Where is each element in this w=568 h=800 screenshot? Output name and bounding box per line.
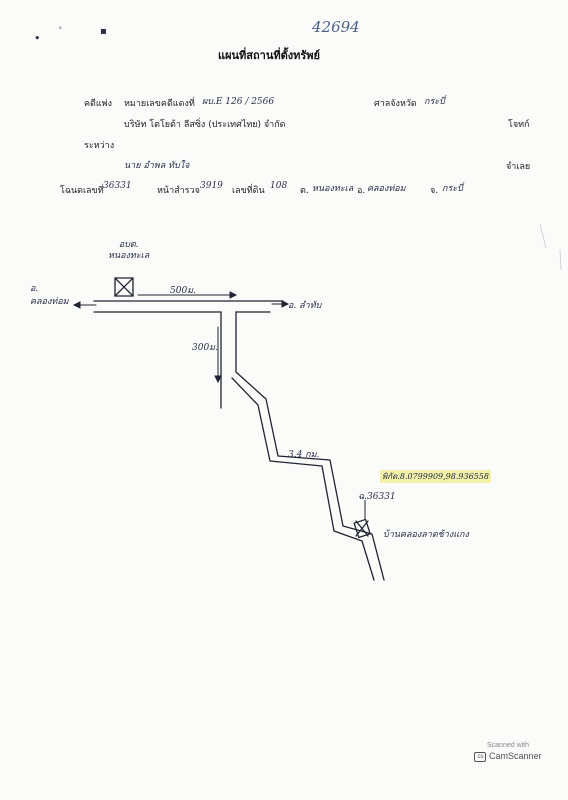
distance-side-label: 300ม. (192, 343, 218, 353)
camscanner-brand: cs CamScanner (472, 751, 544, 762)
arrowhead (229, 291, 238, 299)
scanned-with-text: Scanned with (486, 742, 530, 749)
arrowhead (72, 301, 81, 309)
scan-mark: • (34, 32, 41, 45)
arrowhead (281, 300, 290, 308)
land-number-value: 108 (270, 181, 288, 191)
distance-top-label: 500ม. (170, 286, 196, 296)
landmark-label: อบต. หนองทะเล (108, 240, 150, 261)
district-label: อ. (357, 186, 366, 196)
land-number-label: เลขที่ดิน (232, 186, 265, 196)
case-label: คดีแพ่ง (84, 99, 112, 109)
district-value: คลองท่อม (367, 184, 406, 194)
direction-right-label: อ. ลำทับ (288, 301, 322, 311)
document-number: 42694 (312, 18, 360, 36)
case-number-value: ผบ.E 126 / 2566 (202, 97, 275, 107)
page-title: แผนที่สถานที่ตั้งทรัพย์ (218, 49, 320, 62)
survey-value: 3919 (200, 181, 223, 191)
arrowhead (214, 375, 222, 384)
direction-left-label: อ. คลองท่อม (30, 284, 69, 307)
property-place-label: บ้านคลองลาดช้างแกง (383, 530, 469, 540)
between-label: ระหว่าง (84, 141, 115, 151)
camscanner-brand-text: CamScanner (488, 751, 542, 761)
plaintiff-name: บริษัท โตโยต้า ลีสซิ่ง (ประเทศไทย) จำกัด (124, 120, 286, 130)
camscanner-logo-icon: cs (474, 751, 487, 762)
subdistrict-value: หนองทะเล (312, 184, 354, 194)
defendant-name: นาย อำพล ทับใจ (124, 161, 190, 171)
deed-label: โฉนดเลขที่ (60, 186, 104, 196)
court-label: ศาลจังหวัด (374, 99, 417, 109)
subdistrict-label: ต. (300, 186, 309, 196)
scan-mark: • (58, 24, 63, 33)
province-value: กระบี่ (442, 184, 463, 194)
defendant-role: จำเลย (506, 162, 531, 172)
property-x-mark (355, 520, 369, 537)
scan-edge-line (559, 249, 562, 271)
property-deed-label: ฉ.36331 (358, 492, 396, 502)
coordinates-label: พิกัด.8.0799909,98.936558 (380, 470, 491, 483)
road-winding-left-edge (231, 377, 375, 581)
road-winding-right-edge (235, 371, 385, 581)
landmark-marker (114, 277, 134, 297)
court-value: กระบี่ (424, 97, 445, 107)
camscanner-watermark: Scanned with cs CamScanner (472, 742, 544, 762)
scan-edge-line (539, 223, 547, 249)
property-marker (353, 518, 371, 539)
survey-label: หน้าสำรวจ (157, 186, 200, 196)
landmark-x-mark (114, 277, 134, 297)
province-label: จ. (430, 186, 439, 196)
distance-road-label: 3.4 กม. (288, 450, 320, 460)
plaintiff-role: โจทก์ (508, 120, 530, 130)
deed-value: 36331 (103, 181, 132, 191)
case-number-label: หมายเลขคดีแดงที่ (124, 99, 195, 109)
scan-mark: ▪ (100, 26, 107, 37)
